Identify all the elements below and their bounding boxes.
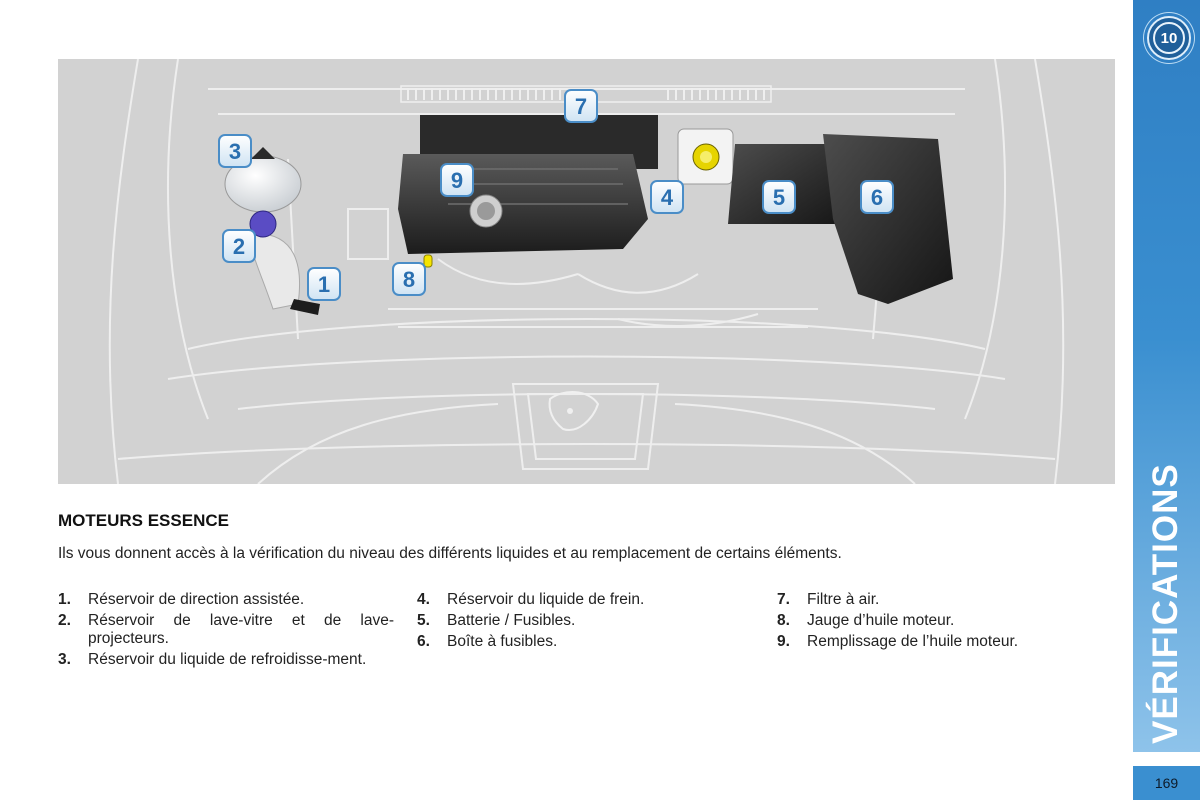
legend-item: 2. Réservoir de lave-vitre et de lave-pr… [58,612,394,648]
brand-badge [548,391,600,431]
legend-item: 3. Réservoir du liquide de refroidisse-m… [58,651,394,669]
legend-item: 9. Remplissage de l’huile moteur. [777,633,1107,651]
callout-5[interactable]: 5 [762,180,796,214]
legend-text: Batterie / Fusibles. [447,612,576,629]
callout-5-label: 5 [773,185,785,210]
callout-7[interactable]: 7 [564,89,598,123]
page-number-box: 169 [1133,766,1200,800]
legend-text: Réservoir du liquide de refroidisse-ment… [88,651,367,668]
legend-text: Boîte à fusibles. [447,633,558,650]
legend-item: 8. Jauge d’huile moteur. [777,612,1107,630]
legend-text: Réservoir de lave-vitre et de lave-proje… [88,612,394,647]
legend-text: Remplissage de l’huile moteur. [807,633,1019,650]
callout-9[interactable]: 9 [440,163,474,197]
callout-8-label: 8 [403,267,415,292]
legend-number: 6. [417,633,430,650]
chapter-tab [1133,0,1200,752]
legend-number: 9. [777,633,790,650]
callout-6[interactable]: 6 [860,180,894,214]
legend-number: 5. [417,612,430,629]
legend-item: 5. Batterie / Fusibles. [417,612,747,630]
engine-drawing: 1 2 3 4 5 6 7 8 [108,59,1065,484]
oil-dipstick-handle [423,254,433,268]
cowl-grille [400,85,772,103]
power-steering-reservoir [290,299,320,315]
callout-3[interactable]: 3 [218,134,252,168]
chapter-title-text: VÉRIFICATIONS [1146,463,1185,744]
legend-column-3: 7. Filtre à air. 8. Jauge d’huile moteur… [777,591,1107,654]
callout-6-label: 6 [871,185,883,210]
callout-7-label: 7 [575,94,587,119]
legend-text: Réservoir de direction assistée. [88,591,305,608]
legend-item: 7. Filtre à air. [777,591,1107,609]
callout-9-label: 9 [451,168,463,193]
callout-3-label: 3 [229,139,241,164]
callout-2-label: 2 [233,234,245,259]
callout-2[interactable]: 2 [222,229,256,263]
legend-number: 4. [417,591,430,608]
legend-text: Réservoir du liquide de frein. [447,591,645,608]
body-outline [108,59,1065,484]
legend-item: 6. Boîte à fusibles. [417,633,747,651]
legend-number: 8. [777,612,790,629]
legend-number: 2. [58,612,71,629]
legend-item: 4. Réservoir du liquide de frein. [417,591,747,609]
legend-text: Jauge d’huile moteur. [807,612,955,629]
legend-number: 3. [58,651,71,668]
washer-cap [249,210,277,238]
chapter-badge: 10 [1147,16,1191,60]
engine-compartment-illustration: 1 2 3 4 5 6 7 8 [58,59,1115,484]
intro-text: Ils vous donnent accès à la vérification… [58,545,842,562]
callout-4[interactable]: 4 [650,180,684,214]
legend-number: 7. [777,591,790,608]
callout-4-label: 4 [661,185,674,210]
callout-1-label: 1 [318,272,330,297]
callout-8[interactable]: 8 [392,262,426,296]
callout-1[interactable]: 1 [307,267,341,301]
page-number: 169 [1154,775,1179,791]
fuse-box [823,134,953,304]
legend-item: 1. Réservoir de direction assistée. [58,591,394,609]
legend-column-2: 4. Réservoir du liquide de frein. 5. Bat… [417,591,747,654]
legend-number: 1. [58,591,71,608]
legend-text: Filtre à air. [807,591,880,608]
section-title: MOTEURS ESSENCE [58,511,229,530]
legend-column-1: 1. Réservoir de direction assistée. 2. R… [58,591,394,672]
chapter-number: 10 [1153,22,1185,54]
